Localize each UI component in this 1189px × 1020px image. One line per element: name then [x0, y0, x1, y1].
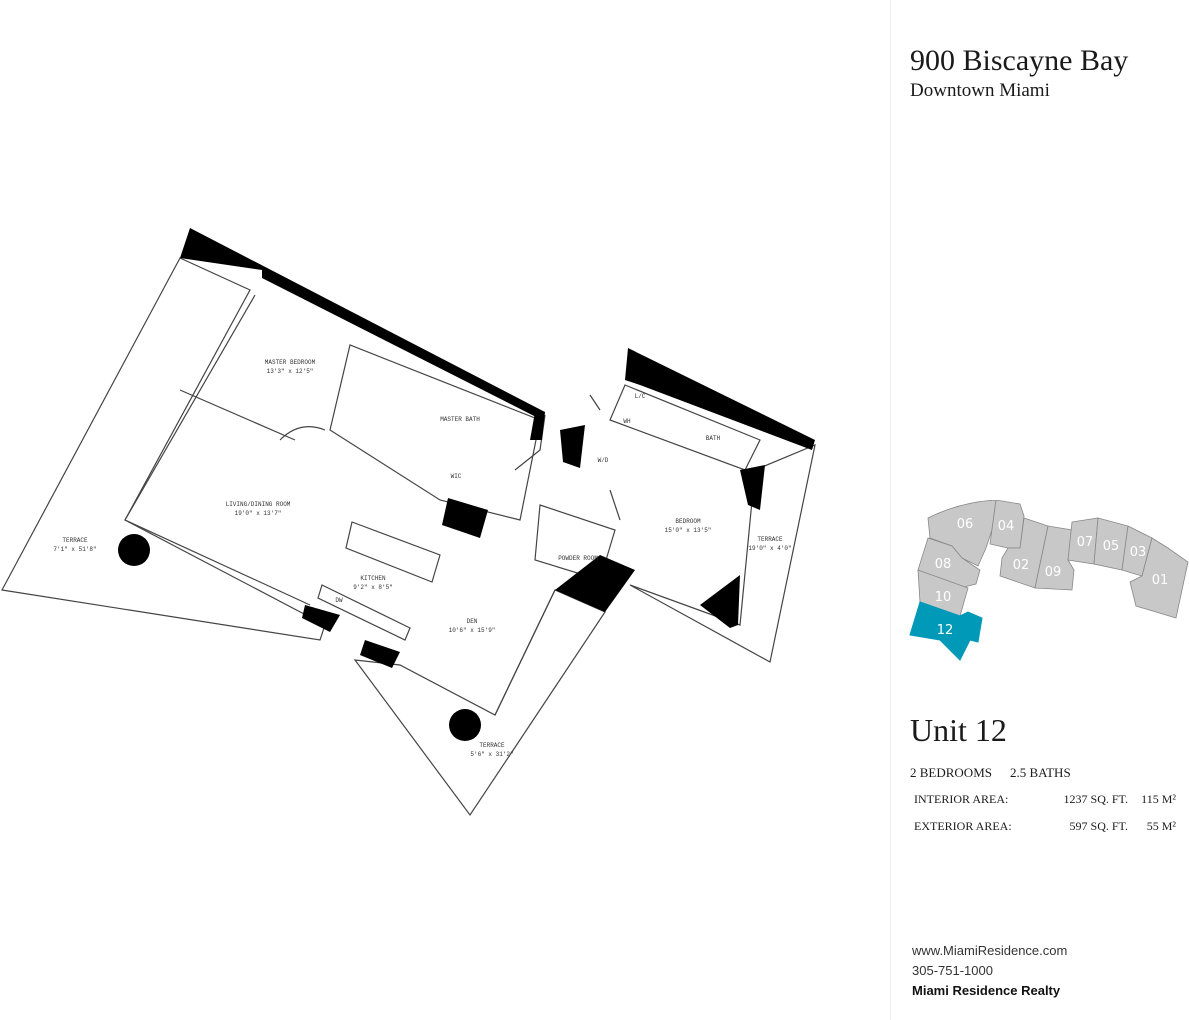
- room-size: 10'6" x 15'9": [449, 627, 496, 634]
- unit-number: 03: [1130, 545, 1147, 560]
- unit-number: 10: [935, 590, 952, 605]
- unit-number: 02: [1013, 558, 1030, 573]
- unit-number: 09: [1045, 565, 1062, 580]
- interior-sqft: 1237 SQ. FT.: [1063, 792, 1128, 806]
- website-link[interactable]: www.MiamiResidence.com: [912, 943, 1068, 958]
- unit-number: 01: [1152, 573, 1169, 588]
- phone-number: 305-751-1000: [912, 963, 993, 978]
- room-label: TERRACE: [479, 742, 505, 749]
- divider: [890, 0, 891, 1020]
- room-size: 13'3" x 12'5": [267, 368, 314, 375]
- company-name: Miami Residence Realty: [912, 983, 1061, 998]
- room-size: 7'1" x 51'8": [53, 546, 96, 553]
- exterior-sqft: 597 SQ. FT.: [1069, 819, 1128, 833]
- terrace-south: [353, 589, 606, 817]
- floor-plan: MASTER BEDROOM 13'3" x 12'5" LIVING/DINI…: [1, 228, 816, 817]
- key-plan: 06 04 08 02 09 07 05 03 01 10 12: [909, 500, 1189, 661]
- unit-number: 06: [957, 517, 974, 532]
- column: [118, 534, 150, 566]
- unit-12-selected: [909, 601, 983, 661]
- exterior-m2: 55 M²: [1146, 819, 1176, 833]
- room-tag: L/C: [635, 393, 646, 400]
- building-title: 900 Biscayne Bay: [910, 44, 1129, 77]
- interior-label: INTERIOR AREA:: [914, 792, 1009, 806]
- room-tag: WH: [623, 418, 631, 425]
- room-size: 19'0" x 4'0": [748, 545, 791, 552]
- room-tag: MASTER BATH: [440, 416, 480, 423]
- baths: 2.5 BATHS: [1010, 765, 1071, 780]
- unit-number: 07: [1077, 535, 1094, 550]
- building-location: Downtown Miami: [910, 80, 1050, 101]
- bedrooms: 2 BEDROOMS: [910, 765, 992, 780]
- room-size: 19'0" x 13'7": [235, 510, 282, 517]
- unit-summary: 2 BEDROOMS 2.5 BATHS: [910, 765, 1089, 781]
- unit-title: Unit 12: [910, 712, 1007, 748]
- room-size: 15'0" x 13'5": [665, 527, 712, 534]
- terrace-west: [1, 257, 326, 641]
- room-label: LIVING/DINING ROOM: [226, 501, 291, 508]
- column: [449, 709, 481, 741]
- room-label: TERRACE: [62, 537, 88, 544]
- terrace-east: [629, 444, 816, 663]
- room-label: DEN: [467, 618, 478, 625]
- wall: [180, 228, 545, 420]
- room-tag: BATH: [706, 435, 721, 442]
- interior-m2: 115 M²: [1141, 792, 1176, 806]
- room-tag: WIC: [451, 473, 462, 480]
- unit-number: 05: [1103, 539, 1120, 554]
- room-label: TERRACE: [757, 536, 783, 543]
- room-label: KITCHEN: [360, 575, 386, 582]
- unit-number: 12: [937, 623, 954, 638]
- exterior-label: EXTERIOR AREA:: [914, 819, 1012, 833]
- room-size: 5'6" x 31'2": [470, 751, 513, 758]
- room-size: 9'2" x 8'5": [353, 584, 393, 591]
- room-tag: W/D: [598, 457, 609, 464]
- unit-number: 04: [998, 519, 1015, 534]
- room-label: BEDROOM: [675, 518, 701, 525]
- room-tag: DW: [335, 597, 343, 604]
- room-label: MASTER BEDROOM: [265, 359, 316, 366]
- unit-number: 08: [935, 557, 952, 572]
- room-tag: POWDER ROOM: [558, 555, 598, 562]
- unit-01: [1129, 537, 1189, 619]
